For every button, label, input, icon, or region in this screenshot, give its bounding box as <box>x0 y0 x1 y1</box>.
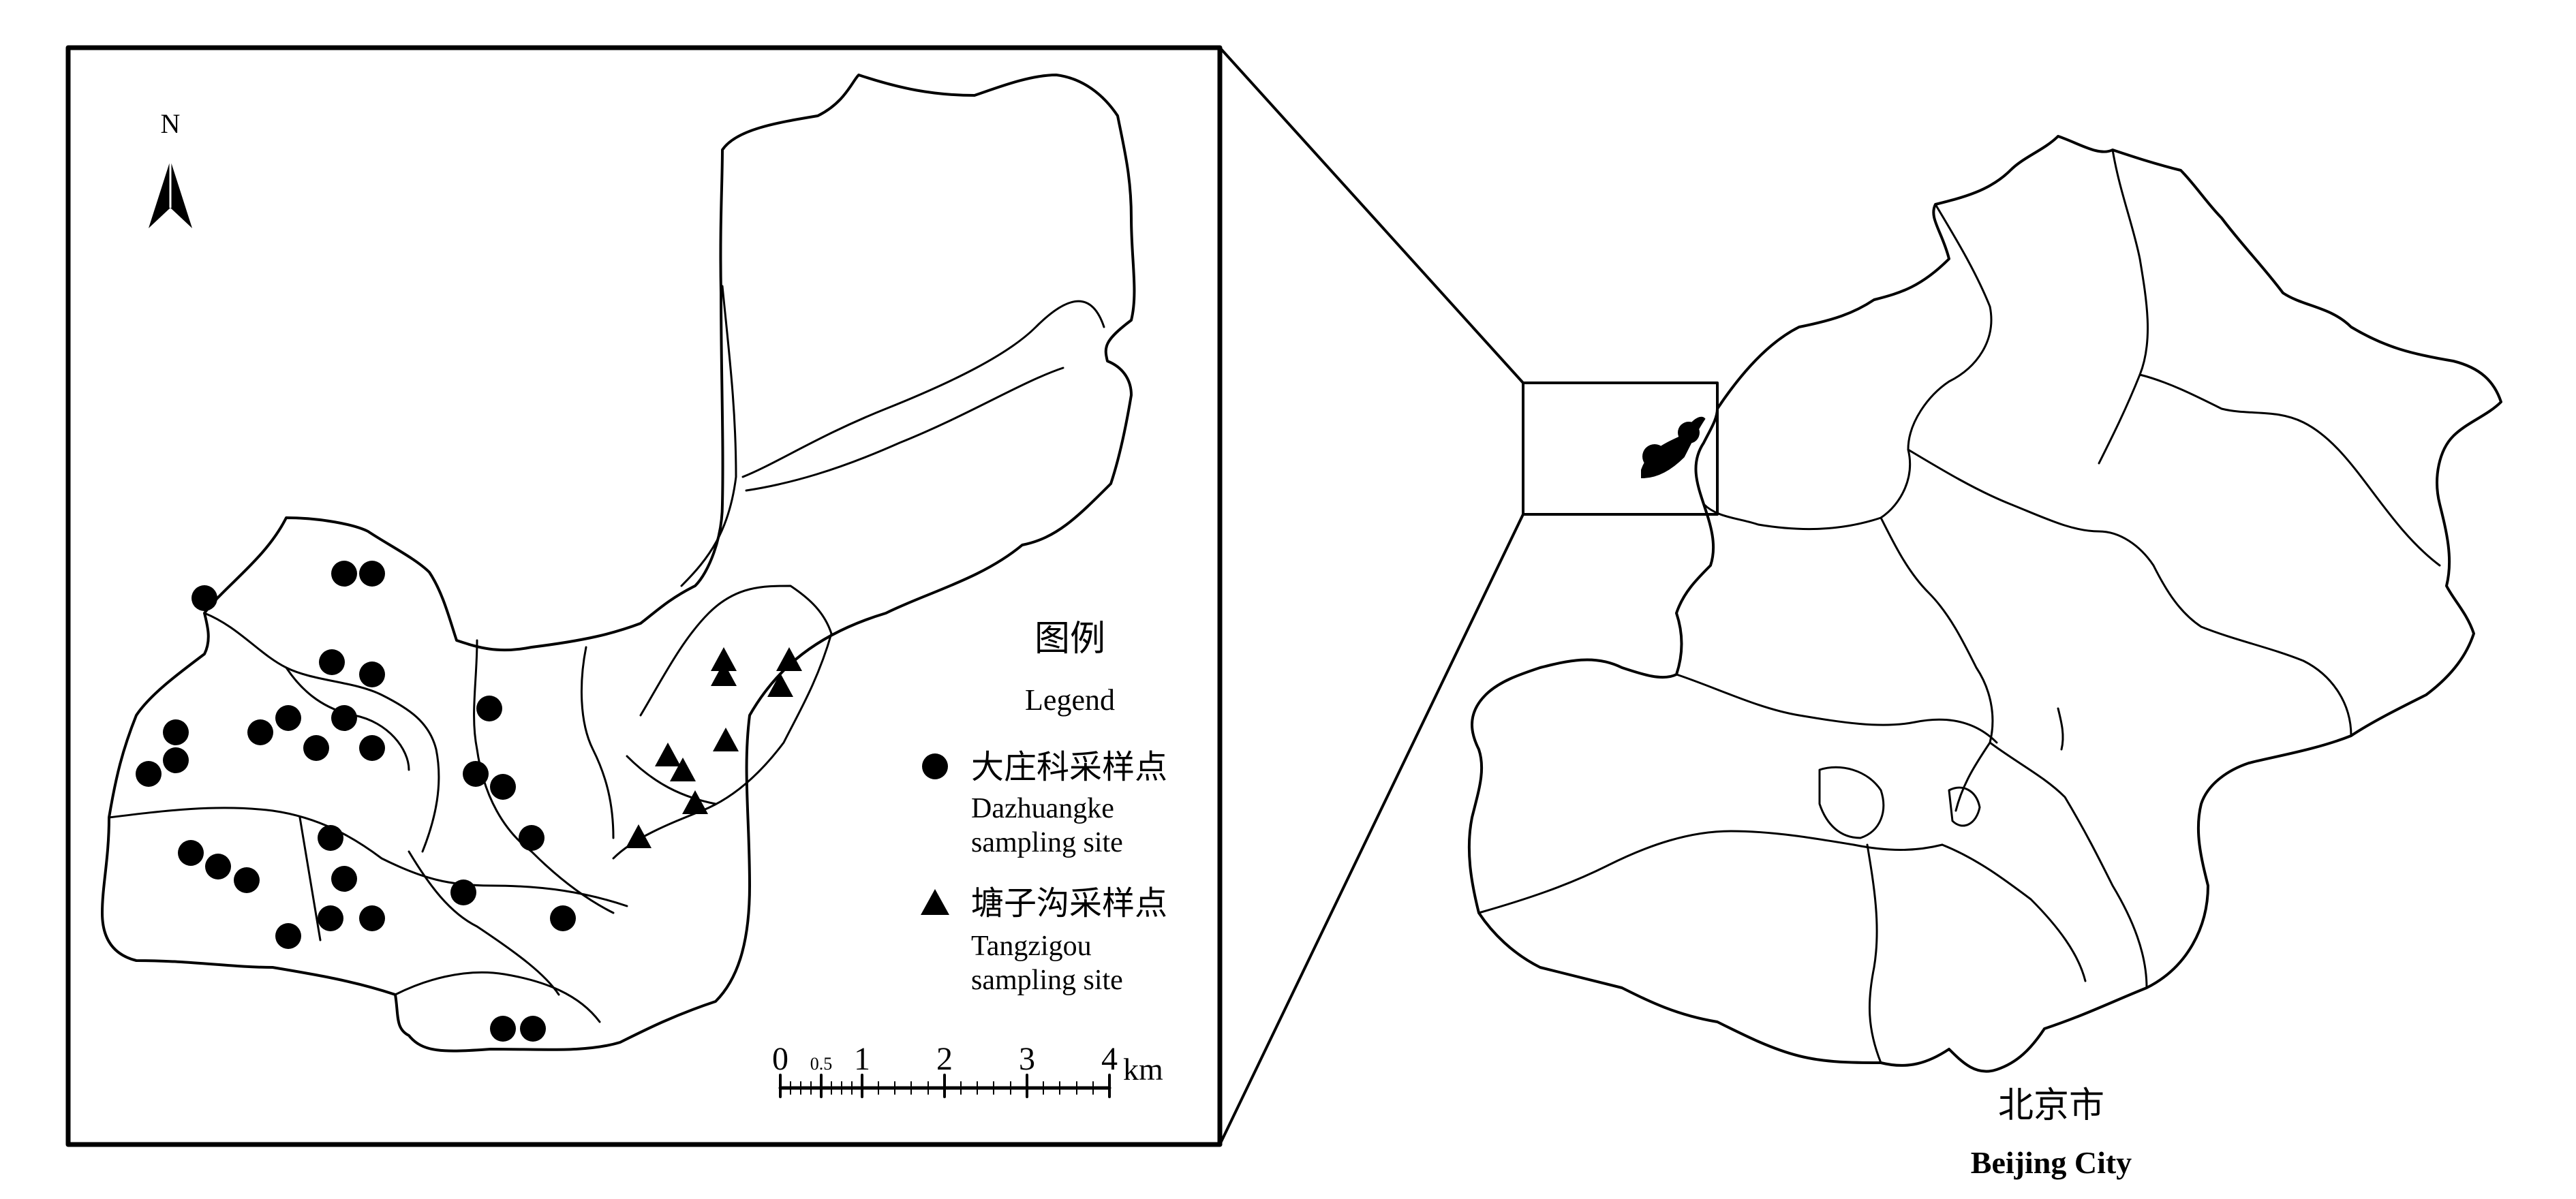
watershed-boundaries <box>101 74 1136 1053</box>
legend-circle-icon <box>922 753 948 779</box>
legend-title-en: Legend <box>1025 683 1115 717</box>
site-marker <box>359 661 385 687</box>
legend-item-label-en: Tangzigou <box>971 931 1092 962</box>
legend-item-label-cn: 大庄科采样点 <box>971 749 1167 785</box>
study-area-marker <box>1678 422 1700 443</box>
site-marker <box>163 747 189 773</box>
site-marker <box>205 854 231 879</box>
legend: 图例 Legend 大庄科采样点 Dazhuangke sampling sit… <box>921 620 1167 996</box>
beijing-boundary <box>1467 135 2502 1073</box>
site-marker <box>359 561 385 587</box>
site-marker <box>275 923 301 949</box>
scale-tick-label: 1 <box>854 1041 870 1077</box>
study-area-marker <box>1642 444 1667 469</box>
site-marker <box>163 719 189 745</box>
outer-boundary <box>101 74 1136 1053</box>
legend-item-label-en: Dazhuangke <box>971 793 1114 824</box>
legend-item-label-en: sampling site <box>971 827 1123 858</box>
north-label: N <box>161 108 181 139</box>
site-marker <box>136 761 162 787</box>
site-marker <box>331 561 357 587</box>
connector-line-bottom <box>1218 513 1524 1146</box>
tangzigou-sites <box>626 647 802 848</box>
inset-frame <box>65 45 1223 1147</box>
scale-tick-label: 3 <box>1019 1041 1035 1077</box>
beijing-overview-map: 北京市 Beijing City <box>1467 135 2502 1180</box>
site-marker <box>275 705 301 731</box>
scale-tick-label: 2 <box>936 1041 953 1077</box>
locator-box <box>1522 382 1719 516</box>
site-marker <box>767 673 793 697</box>
scale-tick-label: 0.5 <box>810 1054 833 1074</box>
site-marker <box>318 905 343 931</box>
site-marker <box>713 728 739 751</box>
site-marker <box>711 662 737 686</box>
site-marker <box>519 825 545 851</box>
legend-title-cn: 图例 <box>1034 620 1105 659</box>
scale-unit: km <box>1123 1052 1163 1087</box>
site-marker <box>520 1016 546 1042</box>
scale-tick-label: 0 <box>772 1041 788 1077</box>
site-marker <box>319 649 345 675</box>
site-marker <box>476 696 502 721</box>
site-marker <box>682 790 708 814</box>
scale-tick-label: 4 <box>1101 1041 1118 1077</box>
site-marker <box>359 905 385 931</box>
site-marker <box>318 825 343 851</box>
site-marker <box>670 758 696 781</box>
legend-triangle-icon <box>921 889 949 915</box>
site-marker <box>234 867 260 893</box>
site-marker <box>191 585 217 611</box>
site-marker <box>450 879 476 905</box>
connector-line-top <box>1218 46 1524 384</box>
site-marker <box>303 735 329 761</box>
north-arrow: N <box>149 108 192 228</box>
site-marker <box>331 705 357 731</box>
site-marker <box>626 824 651 848</box>
site-marker <box>550 905 576 931</box>
dazhuangke-sites <box>136 561 576 1042</box>
legend-item-label-en: sampling site <box>971 965 1123 996</box>
site-marker <box>178 840 204 866</box>
site-marker <box>331 866 357 892</box>
site-marker <box>655 743 681 766</box>
city-label-cn: 北京市 <box>1998 1087 2104 1125</box>
site-marker <box>490 1016 516 1042</box>
site-marker <box>463 761 489 787</box>
site-marker <box>359 735 385 761</box>
site-marker <box>247 719 273 745</box>
site-marker <box>711 647 737 671</box>
site-marker <box>776 647 802 671</box>
site-marker <box>490 774 516 800</box>
legend-item-label-cn: 塘子沟采样点 <box>971 886 1167 922</box>
scale-bar: 0 0.5 1 2 3 4 km <box>772 1041 1163 1098</box>
city-label-en: Beijing City <box>1971 1145 2132 1180</box>
